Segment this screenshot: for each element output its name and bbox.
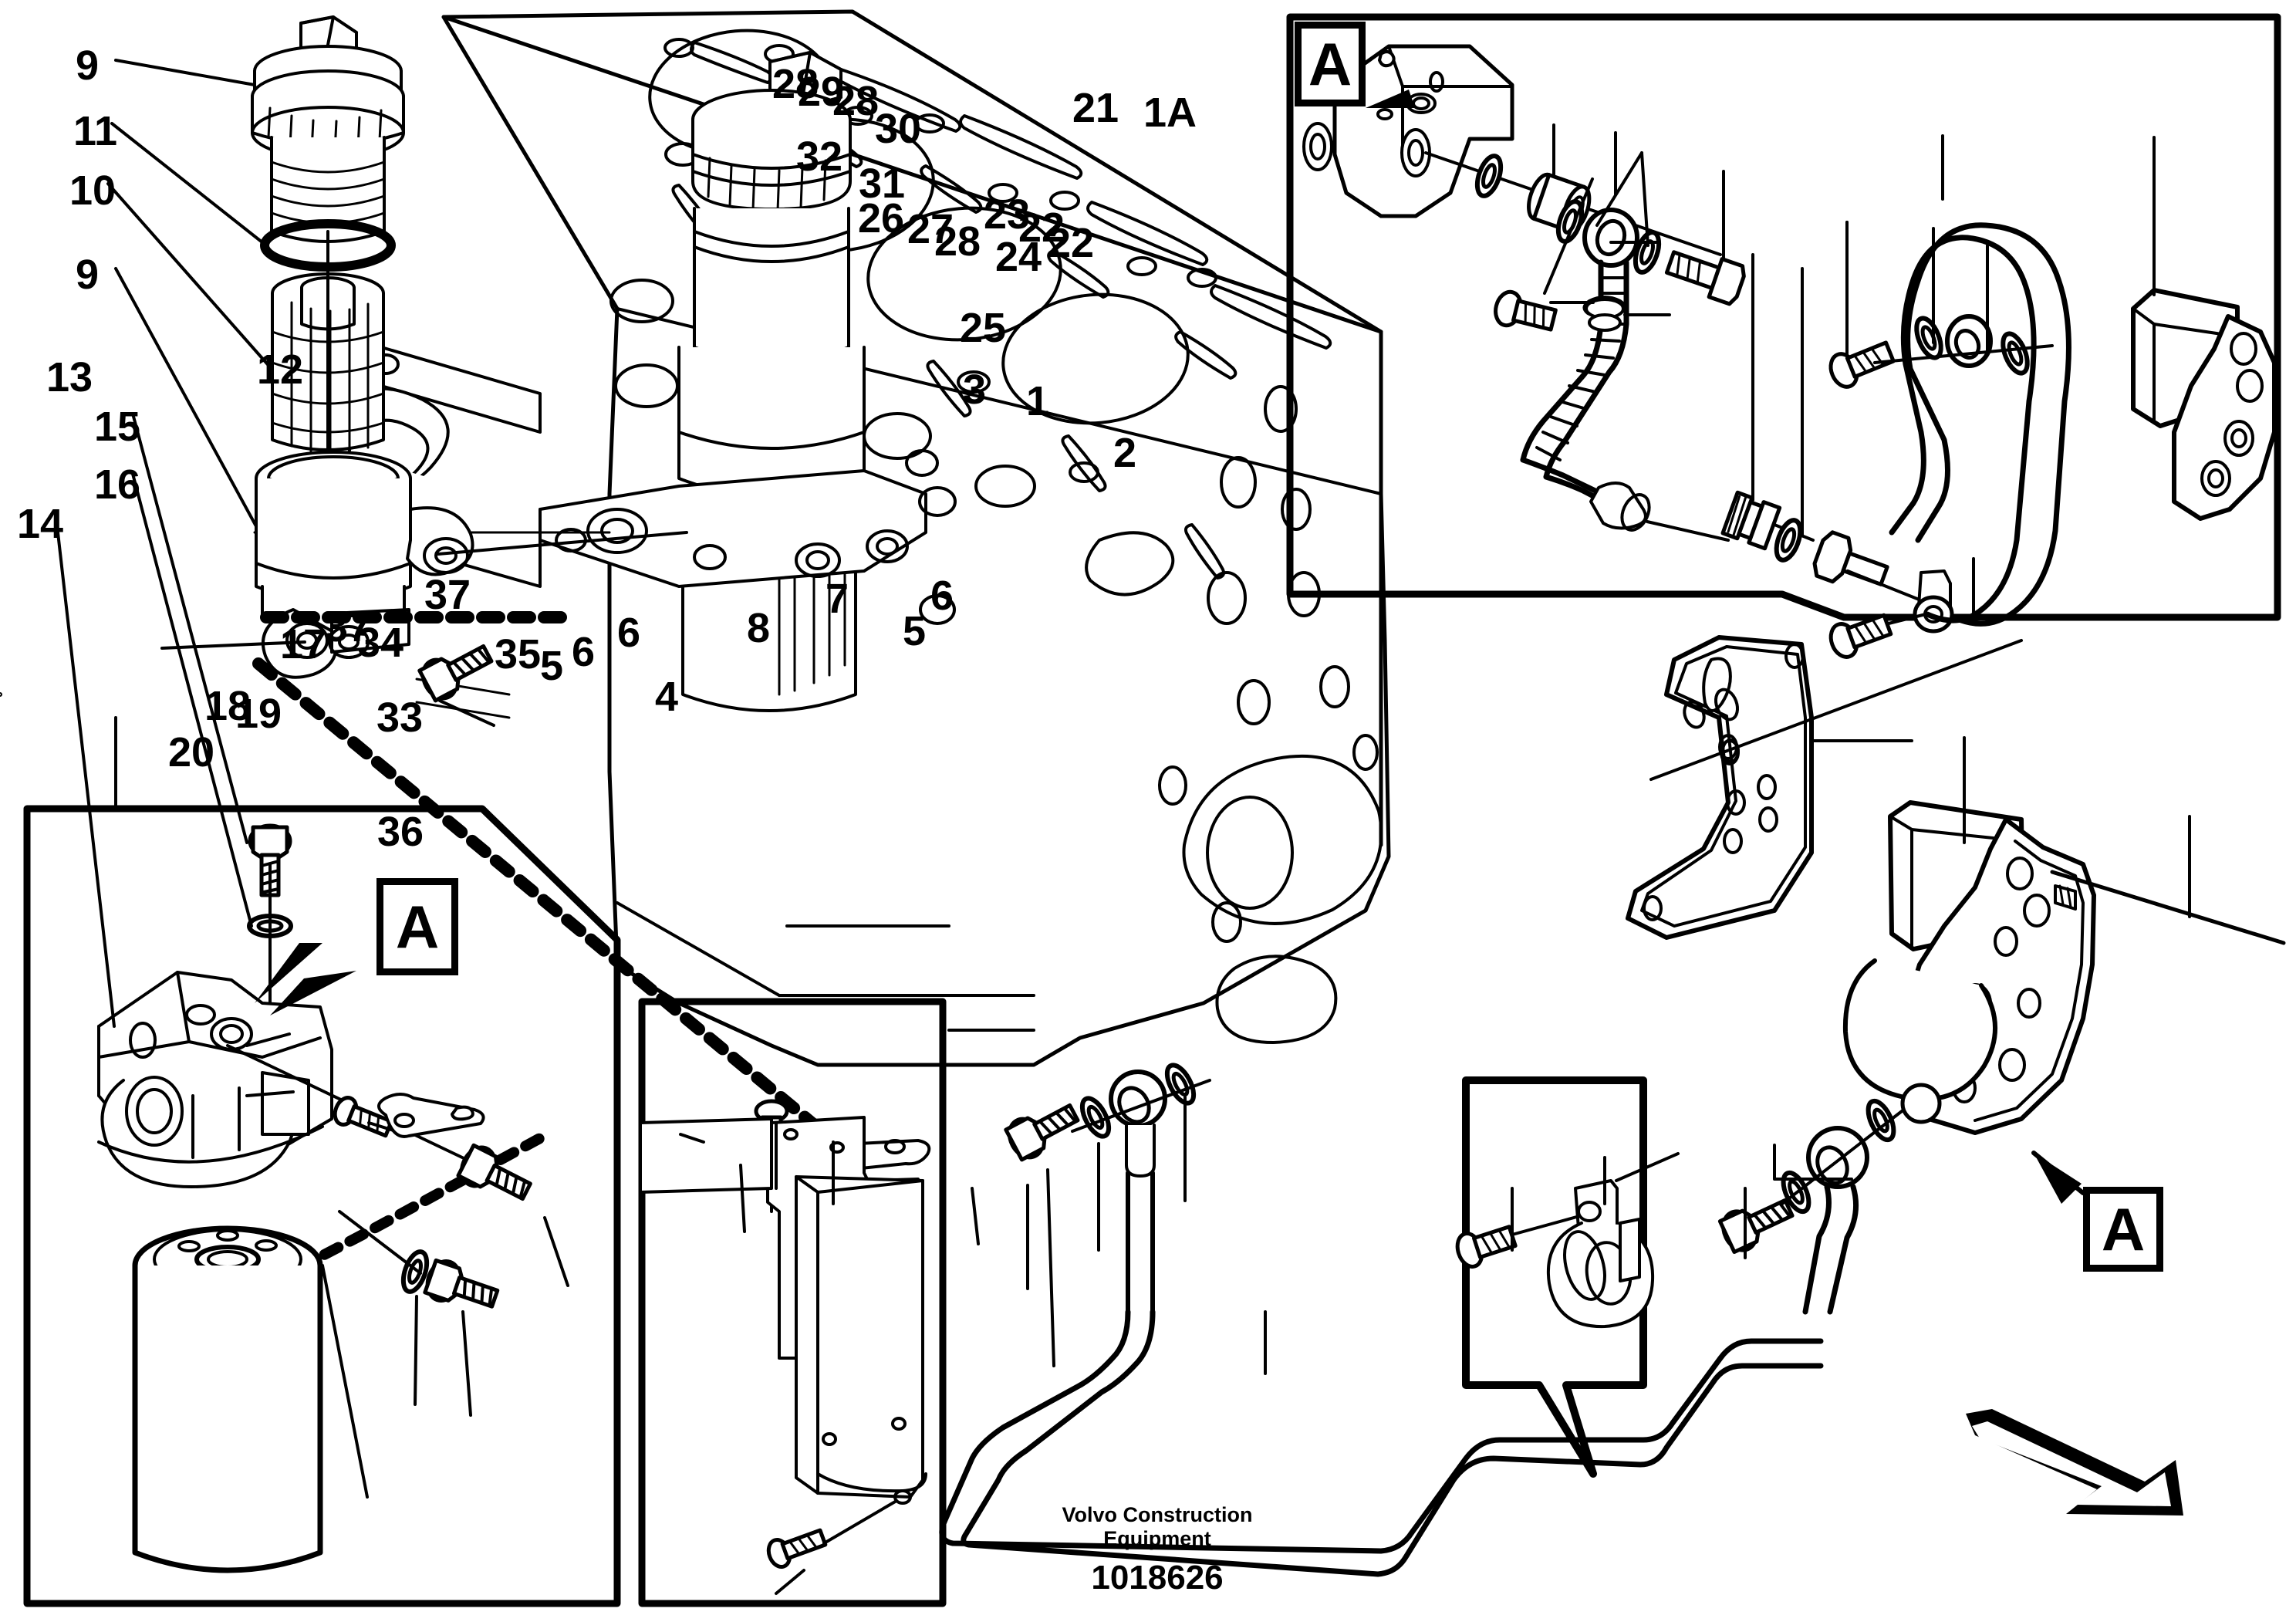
callout-37-top: 37	[424, 572, 471, 618]
callout-16: 16	[94, 461, 141, 508]
callout-6-c: 6	[930, 573, 954, 619]
callout-32: 32	[796, 133, 843, 180]
callout-14: 14	[17, 501, 64, 547]
callout-29: 29	[798, 69, 845, 115]
callout-13: 13	[46, 354, 93, 400]
callout-1: 1	[1026, 378, 1050, 424]
callout-20: 20	[168, 729, 215, 776]
oil-cooler-assembly	[0, 635, 2286, 1135]
callout-8: 8	[747, 605, 771, 651]
callout-27: 27	[907, 206, 954, 252]
callout-10: 10	[69, 167, 116, 214]
drawing-footer: Volvo Construction Equipment 1018626	[1011, 1503, 1304, 1597]
callout-23: 23	[984, 191, 1031, 238]
screw-12	[417, 636, 497, 704]
callout-6-a: 6	[572, 629, 596, 675]
callout-3: 3	[963, 367, 987, 413]
callout-5-right: 5	[903, 608, 927, 654]
callout-12: 12	[257, 346, 304, 393]
callout-6-b: 6	[617, 610, 641, 656]
callout-37-left: 37	[325, 604, 372, 650]
detail-marker-a-box13: A	[376, 878, 458, 975]
detail-box-a-frame	[1286, 13, 2281, 621]
detail-marker-a-top-right: A	[1295, 22, 1366, 106]
callout-17: 17	[280, 621, 327, 667]
callout-30: 30	[875, 106, 922, 152]
callout-25: 25	[960, 305, 1007, 351]
callout-1a: 1A	[1143, 90, 1197, 136]
oil-pipe-4	[939, 1309, 1824, 1577]
callout-9-cap: 9	[76, 42, 100, 89]
banjo-group-right	[1717, 1083, 1942, 1315]
manufacturer-line-2: Equipment	[1103, 1526, 1211, 1550]
callout-7: 7	[826, 576, 849, 622]
assembly-guide-lines	[252, 611, 832, 1140]
box-33-contents	[333, 1093, 931, 1569]
callout-21: 21	[1072, 85, 1119, 131]
callout-24: 24	[995, 234, 1042, 280]
callout-11: 11	[73, 108, 118, 154]
box-7-8-frame	[1462, 1076, 1647, 1478]
callout-33: 33	[376, 694, 424, 741]
callout-36: 36	[377, 809, 424, 855]
detail-marker-a-bottom-right: A	[2083, 1187, 2163, 1272]
callout-28-a: 28	[772, 61, 819, 107]
box-13-contents	[97, 826, 535, 1573]
detail-box-a-contents	[1302, 44, 2277, 659]
drawing-number: 1018626	[1091, 1558, 1224, 1597]
callout-22-a: 22	[1018, 204, 1065, 251]
manufacturer-line-1: Volvo Construction	[1062, 1503, 1253, 1526]
callout-22-b: 22	[1048, 220, 1095, 266]
callout-35: 35	[495, 631, 542, 678]
callout-28-b: 28	[832, 78, 880, 124]
box-13-frame	[23, 805, 621, 1607]
callout-2: 2	[1113, 430, 1137, 476]
banjo-group-left	[1003, 1061, 1211, 1314]
callout-leaders	[54, 59, 2191, 1595]
callout-26: 26	[858, 195, 905, 242]
callout-19: 19	[235, 691, 282, 737]
view-direction-arrow	[1966, 1409, 2183, 1516]
callout-4: 4	[655, 674, 679, 720]
callout-31: 31	[859, 161, 906, 207]
callout-5-left: 5	[540, 643, 564, 689]
box-7-8-contents	[1455, 1152, 1680, 1329]
callout-18: 18	[204, 683, 252, 729]
callout-28-c: 28	[934, 218, 981, 265]
box-33-frame	[638, 998, 947, 1607]
callout-9-housing: 9	[76, 252, 100, 298]
callout-15: 15	[94, 404, 141, 450]
oil-filter-cap-assembly	[251, 15, 474, 679]
callout-34: 34	[357, 620, 404, 666]
